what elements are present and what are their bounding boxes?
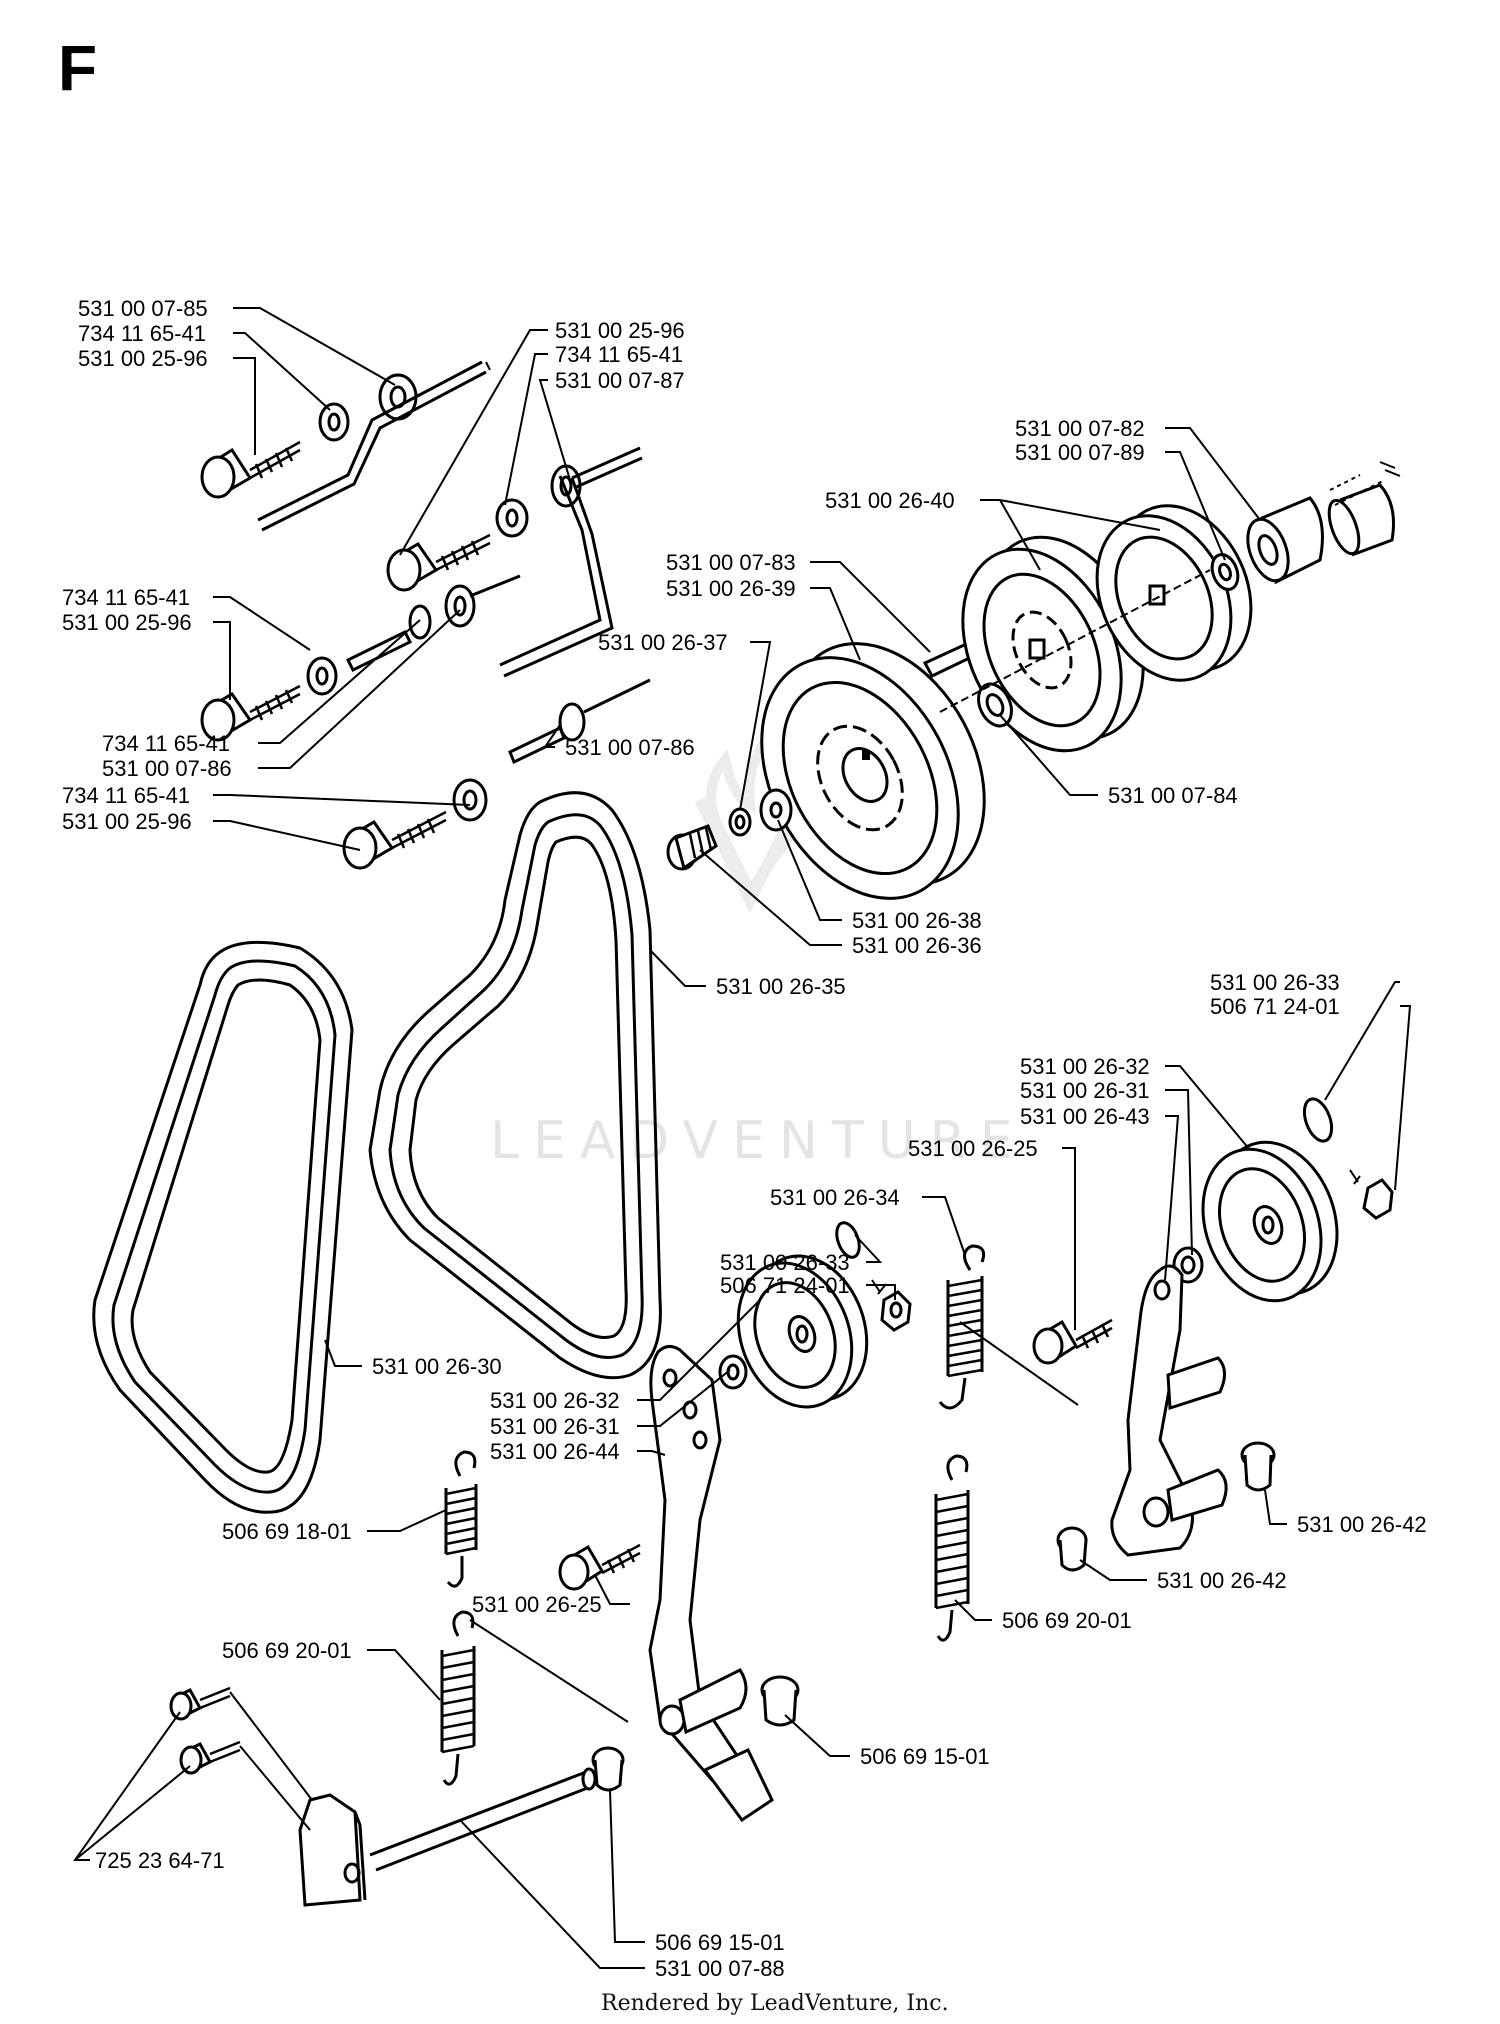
part-label: 531 00 26-44	[490, 1439, 620, 1464]
part-label: 531 00 26-33	[720, 1250, 850, 1275]
pulley-bolt	[666, 788, 793, 871]
pulley-pair	[961, 504, 1253, 753]
part-label: 531 00 25-96	[62, 610, 192, 635]
part-label: 531 00 07-82	[1015, 416, 1145, 441]
part-label: 506 71 24-01	[1210, 994, 1340, 1019]
belt-small	[368, 791, 662, 1380]
part-label: 531 00 26-33	[1210, 970, 1340, 995]
watermark: LEADVENTURE	[490, 721, 1027, 1171]
pulley-main	[760, 642, 986, 900]
part-label: 506 69 15-01	[655, 1930, 785, 1955]
part-label: 531 00 07-88	[655, 1956, 785, 1981]
part-label: 734 11 65-41	[78, 321, 206, 346]
part-label: 531 00 25-96	[555, 318, 685, 343]
part-label: 506 69 15-01	[860, 1744, 990, 1769]
idler-left	[558, 1221, 912, 1823]
part-label: 531 00 26-39	[666, 576, 796, 601]
part-drawings	[92, 360, 1401, 1907]
washer-07-84	[977, 682, 1013, 728]
watermark-text: LEADVENTURE	[490, 1111, 1027, 1171]
part-label: 531 00 26-43	[1020, 1104, 1150, 1129]
part-label: 531 00 07-89	[1015, 440, 1145, 465]
part-label: 531 00 07-87	[555, 368, 685, 393]
footer-credit: Rendered by LeadVenture, Inc.	[601, 1991, 949, 2016]
part-label: 531 00 26-25	[908, 1136, 1038, 1161]
part-label: 531 00 26-25	[472, 1592, 602, 1617]
part-label: 531 00 25-96	[62, 809, 192, 834]
part-label: 506 69 18-01	[222, 1519, 352, 1544]
part-label: 531 00 26-32	[490, 1388, 620, 1413]
belt-large	[92, 940, 354, 1514]
part-label: 531 00 26-37	[598, 630, 728, 655]
part-label: 531 00 07-83	[666, 550, 796, 575]
part-label: 734 11 65-41	[102, 731, 230, 756]
part-label: 531 00 07-86	[102, 756, 232, 781]
part-label: 531 00 26-31	[1020, 1078, 1150, 1103]
part-label: 506 71 24-01	[720, 1273, 850, 1298]
part-label: 506 69 20-01	[1002, 1608, 1132, 1633]
part-label: 734 11 65-41	[62, 585, 190, 610]
part-label: 734 11 65-41	[555, 342, 683, 367]
rod-bolt-assembly	[200, 360, 651, 870]
part-label: 725 23 64-71	[95, 1848, 225, 1873]
part-label: 531 00 26-30	[372, 1354, 502, 1379]
springs-center	[934, 1244, 986, 1642]
part-label: 531 00 26-42	[1157, 1568, 1287, 1593]
springs-left	[440, 1450, 629, 1786]
part-label: 531 00 07-84	[1108, 783, 1238, 808]
part-label: 531 00 26-38	[852, 908, 982, 933]
part-label: 531 00 07-86	[565, 735, 695, 760]
section-letter: F	[58, 32, 97, 104]
bushings	[1210, 461, 1401, 591]
idler-right	[959, 1097, 1394, 1572]
pedal-shaft	[169, 1686, 597, 1907]
part-label: 531 00 25-96	[78, 346, 208, 371]
part-label: 734 11 65-41	[62, 783, 190, 808]
part-label: 531 00 26-40	[825, 488, 955, 513]
part-label: 531 00 26-36	[852, 933, 982, 958]
part-labels: 531 00 07-85 734 11 65-41 531 00 25-96 5…	[62, 296, 1427, 1981]
leader-lines	[73, 307, 1412, 1969]
part-label: 531 00 26-32	[1020, 1054, 1150, 1079]
part-label: 531 00 07-85	[78, 296, 208, 321]
part-label: 531 00 26-31	[490, 1414, 620, 1439]
part-label: 531 00 26-34	[770, 1185, 900, 1210]
part-label: 531 00 26-35	[716, 974, 846, 999]
part-label: 506 69 20-01	[222, 1638, 352, 1663]
part-label: 531 00 26-42	[1297, 1512, 1427, 1537]
